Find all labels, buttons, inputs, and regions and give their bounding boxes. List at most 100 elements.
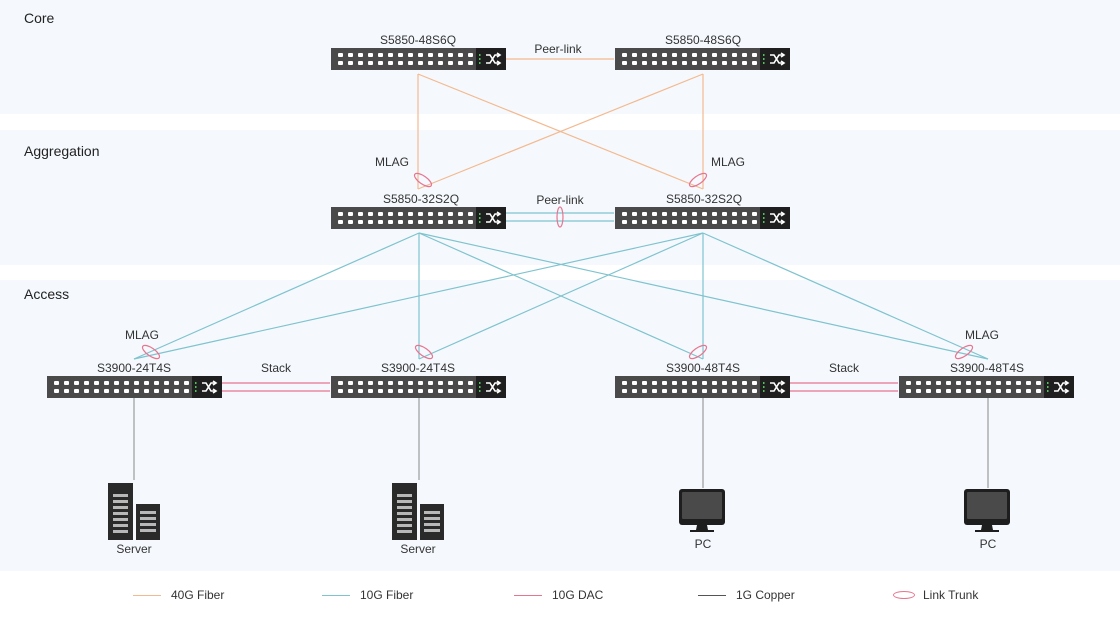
port-icon xyxy=(712,212,717,216)
port-icon xyxy=(986,389,991,393)
shuffle-icon xyxy=(486,211,502,225)
status-led-icon xyxy=(1047,386,1049,388)
switch-core-right[interactable] xyxy=(615,48,790,70)
status-led-icon xyxy=(763,62,765,64)
core-peer-link-label: Peer-link xyxy=(534,42,582,56)
port-icon xyxy=(752,389,757,393)
port-icon xyxy=(742,53,747,57)
switch-acc-3[interactable] xyxy=(615,376,790,398)
legend-line-10g-dac-icon xyxy=(514,594,542,596)
port-icon xyxy=(378,212,383,216)
port-icon xyxy=(722,381,727,385)
port-icon xyxy=(398,53,403,57)
port-icon xyxy=(996,381,1001,385)
status-led-icon xyxy=(479,390,481,392)
port-icon xyxy=(662,381,667,385)
port-icon xyxy=(722,53,727,57)
port-icon xyxy=(622,389,627,393)
port-icon xyxy=(458,61,463,65)
port-icon xyxy=(134,389,139,393)
trunk-agg-right[interactable] xyxy=(688,171,709,189)
legend-item-10g-dac: 10G DAC xyxy=(514,588,603,602)
port-icon xyxy=(652,381,657,385)
port-icon xyxy=(682,389,687,393)
pc-icon[interactable] xyxy=(679,489,725,532)
port-icon xyxy=(692,212,697,216)
port-icon xyxy=(662,220,667,224)
port-icon xyxy=(388,61,393,65)
status-led-icon xyxy=(479,58,481,60)
port-icon xyxy=(682,212,687,216)
trunk-acc1[interactable] xyxy=(141,343,162,361)
port-icon xyxy=(338,212,343,216)
trunk-acc2[interactable] xyxy=(414,343,435,361)
port-icon xyxy=(388,389,393,393)
port-icon xyxy=(976,381,981,385)
port-icon xyxy=(408,61,413,65)
port-icon xyxy=(632,220,637,224)
port-icon xyxy=(184,381,189,385)
switch-acc-2[interactable] xyxy=(331,376,506,398)
port-icon xyxy=(84,389,89,393)
link-coreR-aggL[interactable] xyxy=(417,73,704,190)
legend-label: 10G Fiber xyxy=(360,588,414,602)
port-icon xyxy=(368,212,373,216)
trunk-acc4[interactable] xyxy=(954,343,975,361)
link-aggL-acc1[interactable] xyxy=(133,232,420,360)
port-icon xyxy=(468,212,473,216)
server-icon[interactable] xyxy=(392,483,444,540)
link-aggR-acc4[interactable] xyxy=(702,232,989,360)
port-icon xyxy=(418,61,423,65)
server-icon[interactable] xyxy=(108,483,160,540)
port-icon xyxy=(104,381,109,385)
port-icon xyxy=(712,381,717,385)
port-icon xyxy=(632,53,637,57)
port-icon xyxy=(1006,389,1011,393)
port-icon xyxy=(418,212,423,216)
port-icon xyxy=(338,61,343,65)
port-icon xyxy=(398,212,403,216)
port-icon xyxy=(348,381,353,385)
link-aggR-acc2[interactable] xyxy=(418,232,704,360)
trunk-acc3[interactable] xyxy=(688,343,709,361)
link-trunk-ellipse-icon xyxy=(893,591,915,599)
port-icon xyxy=(418,381,423,385)
switch-agg-right[interactable] xyxy=(615,207,790,229)
port-icon xyxy=(732,53,737,57)
port-icon xyxy=(742,389,747,393)
port-icon xyxy=(672,61,677,65)
port-icon xyxy=(712,61,717,65)
port-icon xyxy=(458,53,463,57)
port-icon xyxy=(448,220,453,224)
link-aggR-acc1[interactable] xyxy=(133,232,704,360)
aggregation-layer-title: Aggregation xyxy=(24,143,100,159)
switch-agg-left[interactable] xyxy=(331,207,506,229)
port-icon xyxy=(358,220,363,224)
switch-acc-4[interactable] xyxy=(899,376,1074,398)
port-icon xyxy=(338,389,343,393)
port-icon xyxy=(966,389,971,393)
trunk-agg-left[interactable] xyxy=(413,171,434,189)
port-icon xyxy=(378,220,383,224)
port-icon xyxy=(622,53,627,57)
port-icon xyxy=(632,61,637,65)
status-led-icon xyxy=(1047,382,1049,384)
port-icon xyxy=(448,212,453,216)
trunk-agg-peer[interactable] xyxy=(556,206,564,228)
port-icon xyxy=(64,381,69,385)
switch-acc-1[interactable] xyxy=(47,376,222,398)
port-icon xyxy=(438,220,443,224)
switch-core-left[interactable] xyxy=(331,48,506,70)
legend-item-link-trunk: Link Trunk xyxy=(893,588,978,602)
legend-item-10g-fiber: 10G Fiber xyxy=(322,588,413,602)
shuffle-icon xyxy=(770,52,786,66)
port-icon xyxy=(732,381,737,385)
port-icon xyxy=(184,389,189,393)
port-icon xyxy=(692,381,697,385)
port-icon xyxy=(672,389,677,393)
legend-item-40g-fiber: 40G Fiber xyxy=(133,588,224,602)
switch-label-agg-right: S5850-32S2Q xyxy=(666,192,742,206)
pc-icon[interactable] xyxy=(964,489,1010,532)
port-icon xyxy=(632,212,637,216)
port-icon xyxy=(428,212,433,216)
